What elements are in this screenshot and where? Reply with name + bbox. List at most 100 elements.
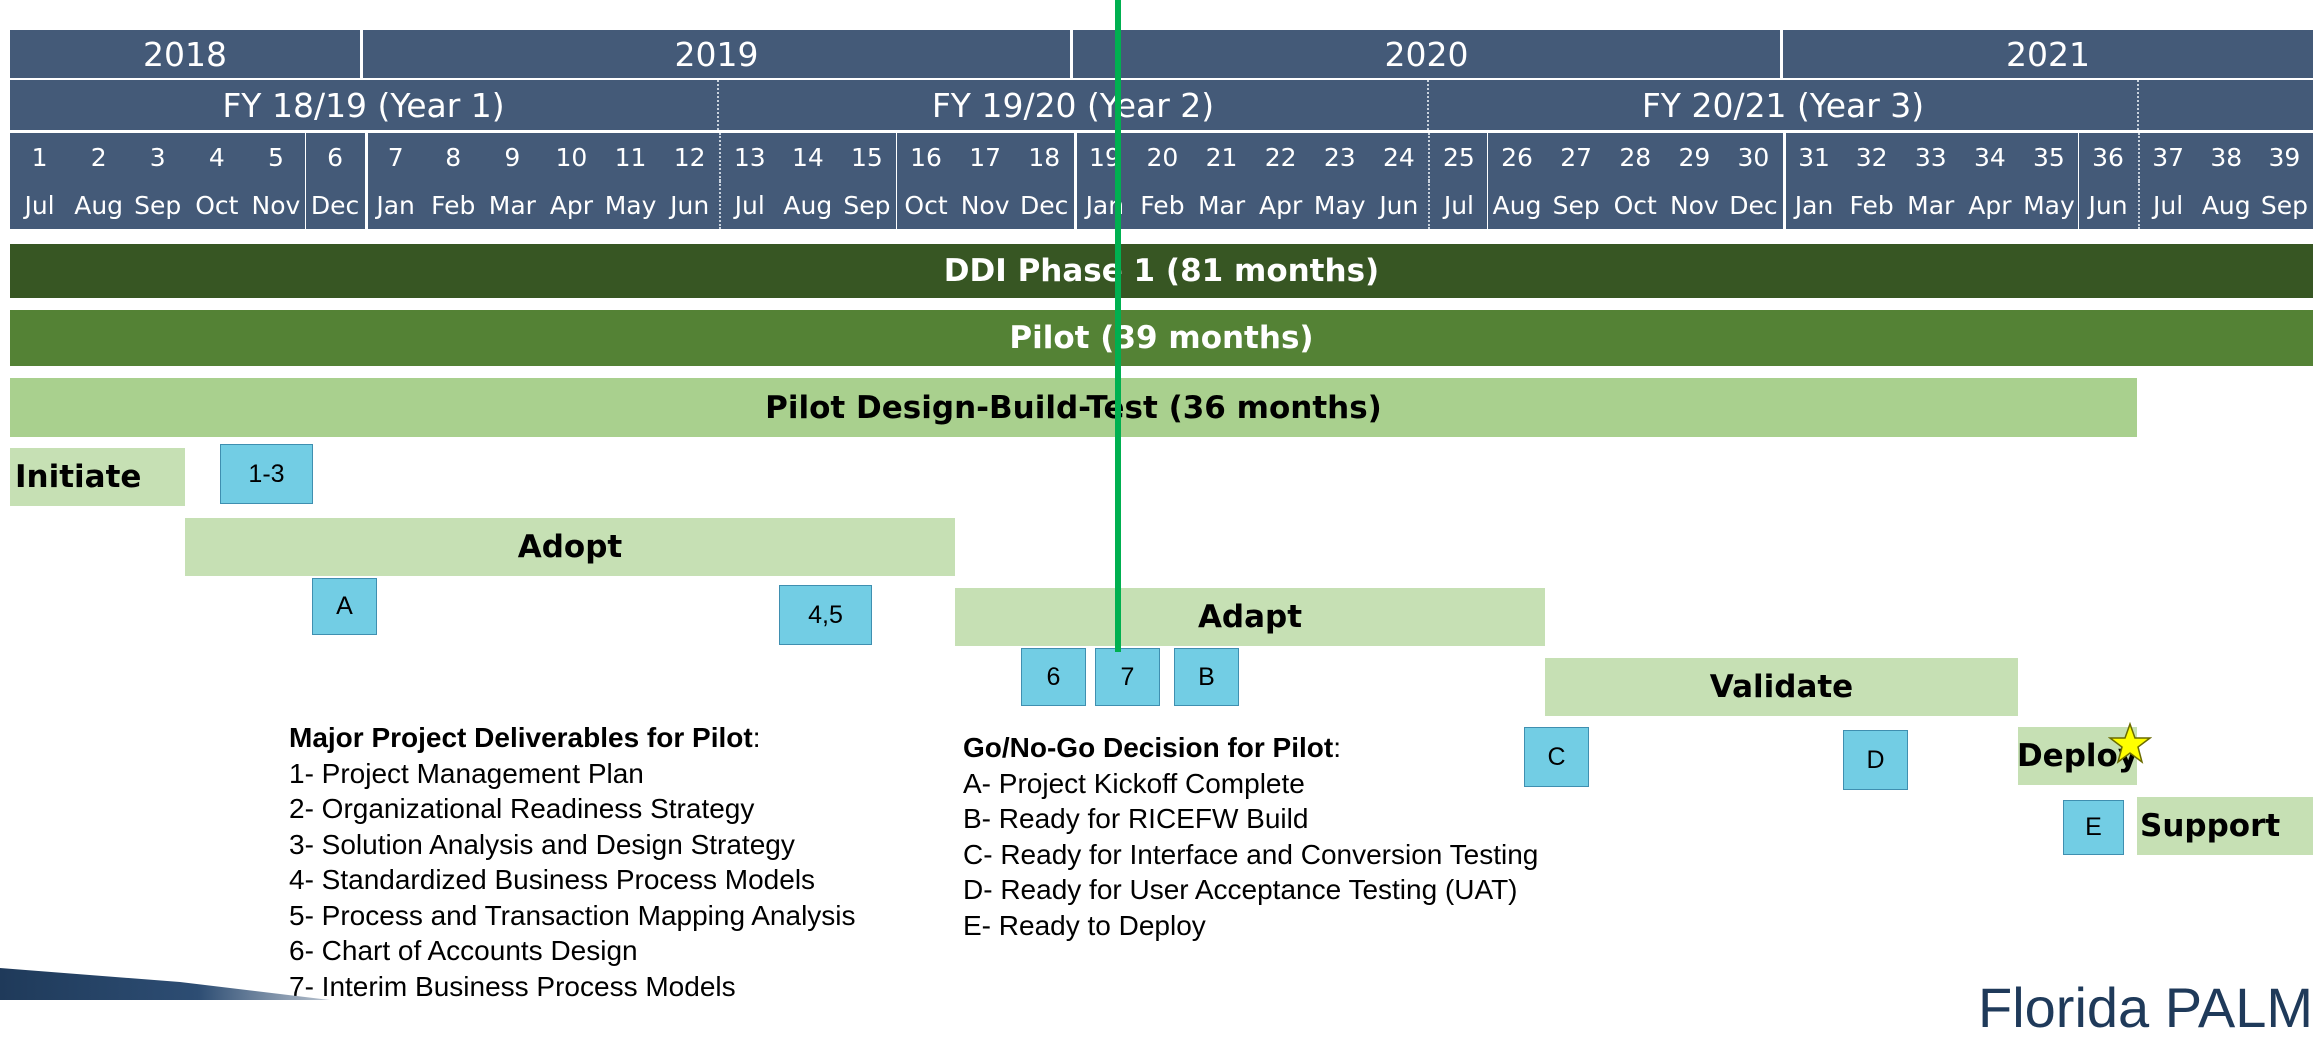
month-name-cell: Jul xyxy=(2137,181,2197,229)
month-name-cell: Jul xyxy=(10,181,70,229)
month-name-cell: Nov xyxy=(955,181,1015,229)
month-name-cell: Sep xyxy=(1546,181,1606,229)
year-2018: 2018 xyxy=(10,30,360,78)
month-name-cell: Aug xyxy=(69,181,129,229)
month-number-cell: 3 xyxy=(128,133,188,181)
month-name-cell: Apr xyxy=(1960,181,2020,229)
month-name-cell: Jan xyxy=(1073,181,1133,229)
month-number-cell: 26 xyxy=(1487,133,1547,181)
milestone-decision-a: A xyxy=(312,578,377,635)
month-name-cell: Nov xyxy=(1664,181,1724,229)
month-number-cell: 17 xyxy=(955,133,1015,181)
pilot-design-build-test-bar: Pilot Design-Build-Test (36 months) xyxy=(10,378,2137,437)
month-name-cell: Aug xyxy=(1487,181,1547,229)
month-name-cell: May xyxy=(1310,181,1370,229)
month-number-cell: 35 xyxy=(2019,133,2079,181)
month-number-cell: 30 xyxy=(1723,133,1783,181)
phase-initiate: Initiate xyxy=(10,448,185,506)
month-name-cell: Apr xyxy=(1251,181,1311,229)
fiscal-year-4 xyxy=(2137,80,2313,130)
month-name-cell: Mar xyxy=(1192,181,1252,229)
month-name-cell: Feb xyxy=(1842,181,1902,229)
month-name-cell: Jun xyxy=(2078,181,2138,229)
month-number-cell: 5 xyxy=(246,133,306,181)
month-number-cell: 32 xyxy=(1842,133,1902,181)
fiscal-year-3: FY 20/21 (Year 3) xyxy=(1427,80,2137,130)
month-name-cell: May xyxy=(2019,181,2079,229)
month-number-cell: 14 xyxy=(778,133,838,181)
month-name-cell: Dec xyxy=(305,181,365,229)
decorative-swoosh xyxy=(0,968,330,1000)
month-number-cell: 20 xyxy=(1132,133,1192,181)
florida-palm-logo: Florida PALM xyxy=(1978,976,2314,1039)
month-number-cell: 13 xyxy=(719,133,779,181)
month-name-cell: Mar xyxy=(482,181,542,229)
month-number-cell: 33 xyxy=(1901,133,1961,181)
month-name-cell: Aug xyxy=(778,181,838,229)
month-name-cell: Jan xyxy=(1783,181,1843,229)
month-name-cell: Feb xyxy=(423,181,483,229)
phase-validate: Validate xyxy=(1545,658,2018,716)
deliverable-item: 7- Interim Business Process Models xyxy=(289,970,736,1002)
milestone-decision-c: C xyxy=(1524,727,1589,787)
month-name-cell: May xyxy=(601,181,661,229)
deliverable-item: 4- Standardized Business Process Models xyxy=(289,864,816,895)
month-number-cell: 11 xyxy=(601,133,661,181)
month-name-cell: Feb xyxy=(1132,181,1192,229)
star-icon xyxy=(2108,722,2152,764)
month-name-cell: Jan xyxy=(364,181,424,229)
month-number-cell: 1 xyxy=(10,133,70,181)
month-name-cell: Sep xyxy=(837,181,897,229)
month-name-cell: Nov xyxy=(246,181,306,229)
month-name-cell: Apr xyxy=(541,181,601,229)
deliverable-item: 3- Solution Analysis and Design Strategy xyxy=(289,828,795,860)
month-number-cell: 39 xyxy=(2255,133,2313,181)
month-number-cell: 6 xyxy=(305,133,365,181)
milestone-deliverables-1-3: 1-3 xyxy=(220,444,313,504)
month-number-cell: 29 xyxy=(1664,133,1724,181)
decision-item: E- Ready to Deploy xyxy=(963,909,1206,941)
milestone-deliverable-6: 6 xyxy=(1021,648,1086,706)
deliverables-legend: Major Project Deliverables for Pilot: 1-… xyxy=(289,720,949,1004)
phase-adopt: Adopt xyxy=(185,518,955,576)
month-number-cell: 38 xyxy=(2196,133,2256,181)
month-name-cell: Jul xyxy=(719,181,779,229)
milestone-decision-e: E xyxy=(2063,800,2124,855)
deliverable-item: 6- Chart of Accounts Design xyxy=(289,935,638,966)
month-number-cell: 15 xyxy=(837,133,897,181)
month-name-cell: Dec xyxy=(1723,181,1783,229)
decision-item: D- Ready for User Acceptance Testing (UA… xyxy=(963,874,1518,905)
month-number-cell: 10 xyxy=(541,133,601,181)
year-2020: 2020 xyxy=(1070,30,1780,78)
month-number-cell: 16 xyxy=(896,133,956,181)
month-number-cell: 25 xyxy=(1428,133,1488,181)
milestone-deliverable-7: 7 xyxy=(1095,648,1160,706)
decisions-heading: Go/No-Go Decision for Pilot: xyxy=(963,732,1342,763)
fiscal-year-1: FY 18/19 (Year 1) xyxy=(10,80,717,130)
month-name-cell: Aug xyxy=(2196,181,2256,229)
month-number-cell: 19 xyxy=(1073,133,1133,181)
month-name-cell: Jun xyxy=(1369,181,1429,229)
month-number-cell: 37 xyxy=(2137,133,2197,181)
year-2021: 2021 xyxy=(1780,30,2313,78)
month-name-cell: Jun xyxy=(660,181,720,229)
year-2019: 2019 xyxy=(360,30,1070,78)
phase-support: Support xyxy=(2137,797,2313,855)
decision-item: C- Ready for Interface and Conversion Te… xyxy=(963,838,1539,870)
decision-item: B- Ready for RICEFW Build xyxy=(963,803,1309,834)
month-name-cell: Oct xyxy=(896,181,956,229)
month-number-cell: 9 xyxy=(482,133,542,181)
month-number-cell: 7 xyxy=(364,133,424,181)
pilot-bar: Pilot (39 months) xyxy=(10,310,2313,366)
month-number-cell: 21 xyxy=(1192,133,1252,181)
month-name-cell: Mar xyxy=(1901,181,1961,229)
month-number-cell: 22 xyxy=(1251,133,1311,181)
phase-adapt: Adapt xyxy=(955,588,1545,646)
milestone-decision-b: B xyxy=(1174,648,1239,706)
ddi-phase-bar: DDI Phase 1 (81 months) xyxy=(10,244,2313,298)
month-number-cell: 27 xyxy=(1546,133,1606,181)
fiscal-year-2: FY 19/20 (Year 2) xyxy=(717,80,1427,130)
month-number-cell: 8 xyxy=(423,133,483,181)
month-number-cell: 31 xyxy=(1783,133,1843,181)
